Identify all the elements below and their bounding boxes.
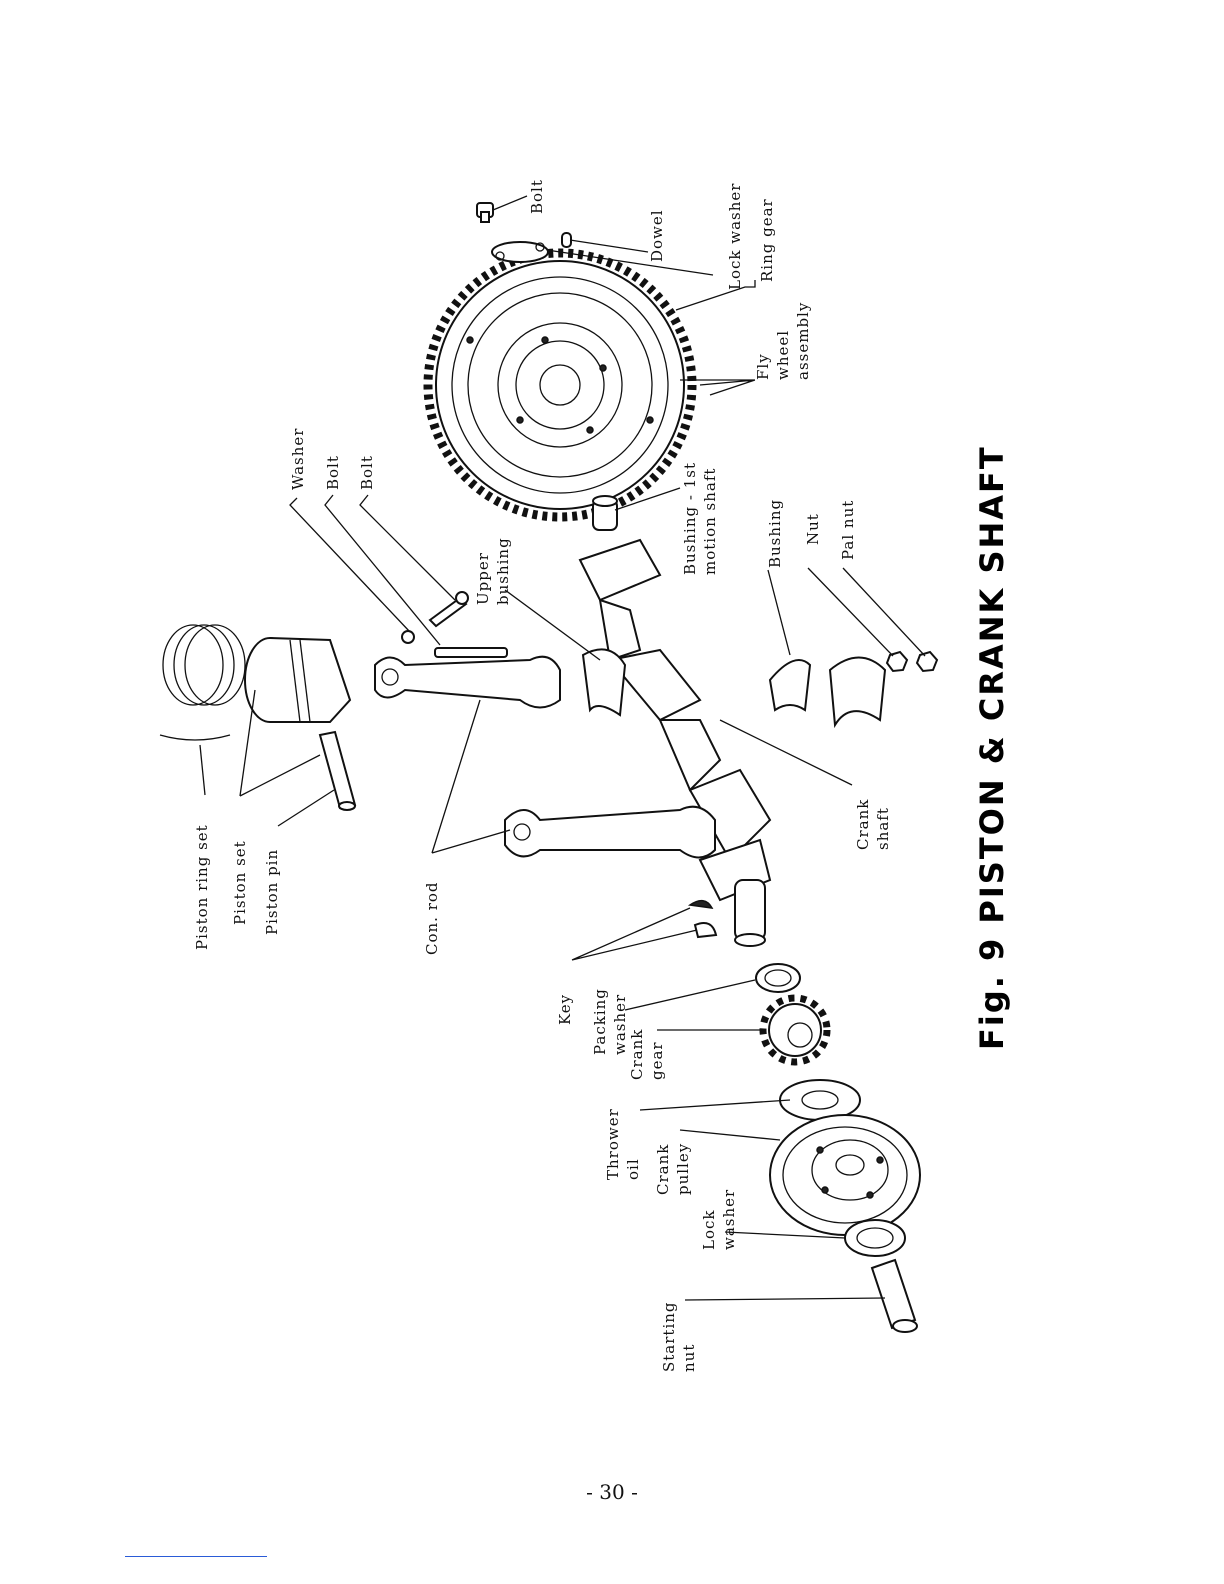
label-fly-text: Fly [754, 353, 772, 380]
label-crank-gear: Crank gear [628, 1029, 666, 1080]
crank-gear-part [759, 994, 831, 1066]
label-bushing-text: bushing [494, 537, 512, 605]
crank-pulley-part [769, 1114, 921, 1236]
label-shaft-text: shaft [874, 807, 892, 850]
label-bolt-top-text: Bolt [528, 179, 546, 214]
crankshaft-part [578, 538, 772, 947]
leader-lines [159, 195, 926, 1301]
label-bolt-1-text: Bolt [324, 455, 342, 490]
label-starting-nut: Starting nut [660, 1301, 698, 1372]
label-crank-pulley: Crank pulley [654, 1143, 692, 1195]
label-starting-text: Starting [660, 1301, 678, 1372]
bearing-cap-part [828, 656, 887, 729]
label-assembly-text: assembly [794, 302, 812, 380]
starting-nut-part [870, 1258, 918, 1333]
label-pal-nut: Pal nut [839, 500, 857, 560]
oil-thrower-part [779, 1079, 861, 1121]
bearing-bushing-part [768, 659, 812, 712]
con-rod-lower-part [504, 805, 716, 859]
bushing-1st-motion-shaft-part [592, 495, 618, 531]
upper-bushing-part [581, 648, 627, 717]
label-bushing-1st-text: Bushing - 1st [681, 462, 699, 575]
label-starting-nut-2-text: nut [680, 1344, 698, 1372]
flywheel-assembly-part [423, 248, 697, 522]
packing-washer-part [755, 963, 801, 993]
label-thrower-text: Thrower [604, 1108, 622, 1180]
label-bushing: Bushing [766, 499, 784, 568]
label-upper-bushing: Upper bushing [474, 537, 512, 605]
label-lock-washer-top-text: Lock washer [726, 183, 744, 290]
label-piston-pin: Piston pin [263, 849, 281, 935]
label-dowel-text: Dowel [648, 209, 666, 262]
label-upper-text: Upper [474, 552, 492, 605]
label-ring-gear: Ring gear [758, 198, 776, 282]
label-piston-set: Piston set [231, 840, 249, 925]
label-bushing-1st: Bushing - 1st motion shaft [681, 462, 719, 575]
lock-washer-bottom-part [844, 1219, 906, 1257]
bolt-diag-part [428, 591, 469, 628]
label-piston-ring-set-text: Piston ring set [193, 824, 211, 950]
label-lock-washer-2-text: washer [720, 1189, 738, 1250]
label-thrower-oil: Thrower oil [604, 1108, 642, 1180]
piston-part [244, 637, 352, 723]
pal-nut-part [915, 650, 939, 673]
bolt-top-part [476, 202, 494, 223]
label-con-rod-text: Con. rod [423, 881, 441, 955]
piston-pin-part [318, 730, 357, 811]
label-fly-wheel: Fly wheel assembly [754, 302, 812, 380]
label-ring-gear-text: Ring gear [758, 198, 776, 282]
figure-title: Fig. 9 PISTON & CRANK SHAFT [973, 445, 1011, 1050]
label-crank-text: Crank [854, 799, 872, 850]
key-lower-part [693, 922, 718, 939]
label-bushing-cap-text: Bushing [766, 499, 784, 568]
label-piston-ring-set: Piston ring set [193, 824, 211, 950]
label-pal-nut-text: Pal nut [839, 500, 857, 560]
label-piston-set-text: Piston set [231, 840, 249, 925]
label-bolt-2-text: Bolt [358, 455, 376, 490]
label-crank-shaft: Crank shaft [854, 799, 892, 850]
bolt-long-part [434, 647, 508, 658]
label-packing-washer-text: washer [611, 994, 629, 1055]
piston-ring-set-part [162, 624, 246, 706]
label-lock-washer-top: Lock washer [726, 183, 744, 290]
label-crank-gear-2-text: gear [648, 1041, 666, 1080]
label-packing-text: Packing [591, 988, 609, 1055]
nut-part [885, 650, 909, 673]
label-motion-shaft-text: motion shaft [701, 468, 719, 575]
figure-title-text: Fig. 9 PISTON & CRANK SHAFT [973, 445, 1011, 1050]
label-con-rod: Con. rod [423, 881, 441, 955]
label-lock-washer-bottom: Lock washer [700, 1189, 738, 1250]
label-bolt-1: Bolt [324, 455, 342, 490]
key-upper-part [687, 899, 714, 909]
label-nut-text: Nut [804, 513, 822, 545]
label-crank-pulley-1-text: Crank [654, 1144, 672, 1195]
con-rod-upper-part [374, 655, 561, 709]
label-dowel: Dowel [648, 209, 666, 262]
page-number: - 30 - [586, 1480, 638, 1504]
label-key: Key [556, 994, 574, 1025]
label-key-text: Key [556, 994, 574, 1025]
label-bolt-2: Bolt [358, 455, 376, 490]
washer-part [401, 630, 415, 644]
label-washer: Washer [289, 428, 307, 490]
label-packing-washer: Packing washer [591, 988, 629, 1055]
label-crank-gear-1-text: Crank [628, 1029, 646, 1080]
label-bolt-top: Bolt [528, 179, 546, 214]
label-nut: Nut [804, 513, 822, 545]
label-washer-text: Washer [289, 428, 307, 490]
lock-washer-top-part [491, 241, 549, 263]
label-lock-text: Lock [700, 1210, 718, 1250]
label-crank-pulley-2-text: pulley [674, 1143, 692, 1195]
label-wheel-text: wheel [774, 330, 792, 380]
footer-rule [125, 1556, 267, 1557]
label-oil-text: oil [624, 1158, 642, 1180]
dowel-part [561, 232, 572, 248]
label-piston-pin-text: Piston pin [263, 849, 281, 935]
